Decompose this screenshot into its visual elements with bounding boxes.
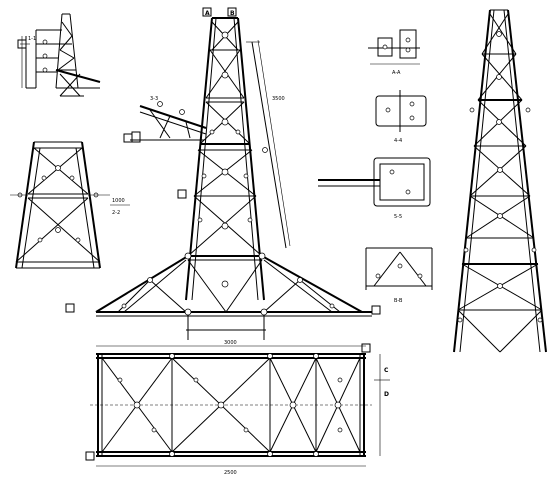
detail-label-1: A-A (392, 70, 401, 76)
detail-label-3: 5-5 (394, 214, 402, 220)
dim-label-2: 3500 (272, 96, 285, 102)
right-tall-tower (453, 9, 547, 353)
left-truss-view: 1000 2-2 (10, 141, 130, 269)
detail-label-4: B-B (394, 298, 403, 304)
part-label-a: A (205, 10, 210, 17)
dim-label-3: 2500 (224, 470, 237, 476)
left-small-view: 1-1 (17, 13, 101, 97)
part-label-d: D (384, 391, 389, 398)
detail-label-2: 4-4 (394, 138, 402, 144)
middle-details: A-A 4-4 5-5 B-B (318, 29, 433, 304)
section-label-c: 3-3 (150, 96, 158, 102)
section-label-b: 2-2 (112, 210, 120, 216)
part-label-c: C (384, 367, 389, 374)
dim-label-1: 1000 (112, 198, 125, 204)
dim-label-4: 3000 (224, 340, 237, 346)
bottom-plan-truss: 2500 3000 C D (85, 340, 390, 476)
part-label-b: B (230, 10, 235, 17)
section-label-a: 1-1 (28, 36, 36, 42)
center-main-tower: 3500 3-3 A B (65, 7, 381, 340)
